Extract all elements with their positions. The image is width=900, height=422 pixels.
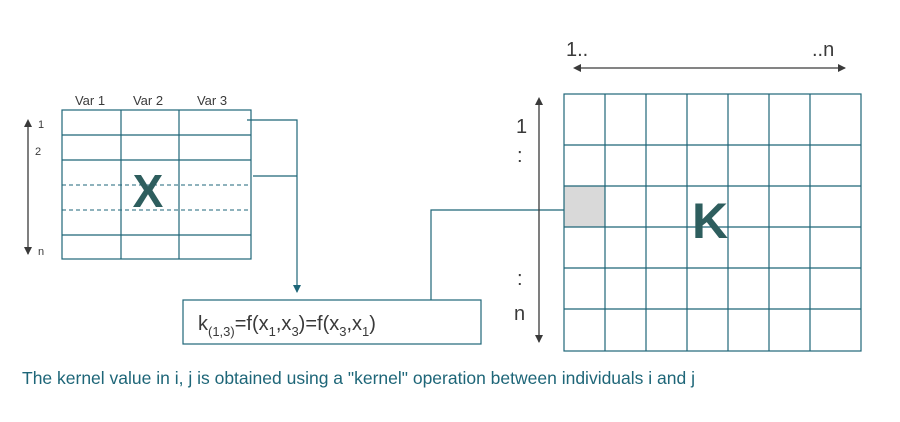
formula-eq1: =f(x	[235, 313, 269, 335]
k-left-label-1: 1	[516, 116, 527, 138]
k-top-left-label: 1..	[566, 39, 588, 61]
x-col-label-1: Var 1	[75, 93, 105, 108]
k-top-right-label: ..n	[812, 39, 834, 61]
row1-connector	[247, 119, 301, 293]
x-row-label-n: n	[38, 246, 44, 258]
formula-close: )	[369, 313, 376, 335]
formula-s2: 3	[291, 324, 298, 339]
x-col-label-3: Var 3	[197, 93, 227, 108]
formula-comma2: ,x	[346, 313, 362, 335]
k-left-dots-top: :	[517, 145, 523, 167]
formula-eq2: )=f(x	[299, 313, 340, 335]
formula-s1: 1	[269, 324, 276, 339]
kernel-formula: k(1,3)=f(x1,x3)=f(x3,x1)	[198, 313, 376, 339]
k-matrix-symbol: K	[692, 193, 728, 249]
k-matrix-grid	[563, 93, 862, 352]
x-row-label-2: 2	[35, 146, 41, 158]
k-highlight-cell	[564, 186, 605, 227]
formula-to-k-connector	[430, 206, 587, 300]
formula-s3: 3	[339, 324, 346, 339]
formula-box	[182, 299, 482, 345]
x-matrix-symbol: X	[133, 165, 164, 217]
k-left-dots-bottom: :	[517, 268, 523, 290]
formula-k-sub: (1,3)	[208, 324, 235, 339]
caption-text: The kernel value in i, j is obtained usi…	[22, 368, 695, 388]
formula-k: k	[198, 313, 209, 335]
x-matrix-dashed-rows	[62, 184, 251, 211]
x-col-label-2: Var 2	[133, 93, 163, 108]
formula-comma1: ,x	[276, 313, 292, 335]
k-left-label-n: n	[514, 303, 525, 325]
x-row-label-1: 1	[38, 119, 44, 131]
formula-s4: 1	[362, 324, 369, 339]
